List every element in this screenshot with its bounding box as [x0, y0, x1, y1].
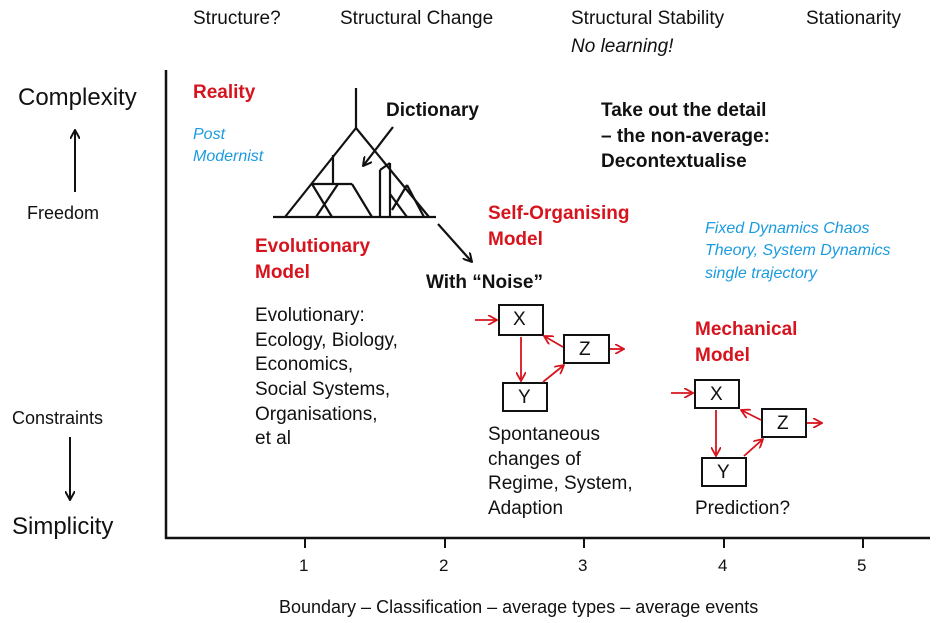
dictionary-arrow [363, 126, 394, 166]
tree-diagram [273, 88, 436, 219]
node-z-box [563, 334, 610, 364]
self-organising-model-title: Self-Organising Model [488, 203, 630, 250]
label-structure: Structure? [193, 8, 281, 29]
chart-axes [164, 70, 930, 548]
dictionary-label: Dictionary [386, 100, 479, 121]
decontextualise-text: Take out the detail – the non-average: D… [601, 100, 770, 173]
node-z-box-mech [761, 408, 807, 438]
self-organising-model-body: Spontaneous changes of Regime, System, A… [488, 424, 633, 520]
label-complexity: Complexity [18, 84, 137, 111]
x-tick-4: 4 [718, 556, 728, 575]
mechanical-network [671, 379, 822, 487]
node-z-label: Z [579, 339, 591, 360]
x-tick-2: 2 [439, 556, 449, 575]
label-constraints: Constraints [12, 408, 104, 428]
prediction-label: Prediction? [695, 498, 791, 519]
label-no-learning: No learning! [571, 36, 674, 57]
self-organising-network [475, 304, 624, 412]
x-axis-label: Boundary – Classification – average type… [279, 597, 759, 617]
node-z-label-mech: Z [777, 413, 789, 434]
x-tick-1: 1 [299, 556, 309, 575]
evolutionary-model-title: Evolutionary Model [255, 236, 371, 283]
label-simplicity: Simplicity [12, 513, 114, 540]
noise-arrow [437, 223, 472, 262]
node-y-label-mech: Y [717, 462, 730, 483]
label-structural-stability: Structural Stability [571, 8, 725, 29]
with-noise-label: With “Noise” [426, 272, 543, 293]
node-y-box-mech [701, 457, 747, 487]
label-structural-change: Structural Change [340, 8, 494, 29]
reality-title: Reality [193, 82, 256, 103]
evolutionary-model-body: Evolutionary: Ecology, Biology, Economic… [255, 305, 398, 450]
post-modernist-text: Post Modernist [193, 126, 264, 166]
node-y-label: Y [518, 387, 531, 408]
mechanical-model-title: Mechanical Model [695, 319, 798, 366]
node-x-label-mech: X [710, 384, 723, 405]
x-tick-5: 5 [857, 556, 867, 575]
label-freedom: Freedom [27, 203, 100, 223]
node-y-box [502, 382, 548, 412]
node-x-box-mech [694, 379, 740, 409]
node-x-box [498, 304, 544, 336]
fixed-dynamics-text: Fixed Dynamics Chaos Theory, System Dyna… [705, 220, 891, 282]
node-x-label: X [513, 309, 526, 330]
label-stationarity: Stationarity [806, 8, 902, 29]
x-tick-3: 3 [578, 556, 588, 575]
